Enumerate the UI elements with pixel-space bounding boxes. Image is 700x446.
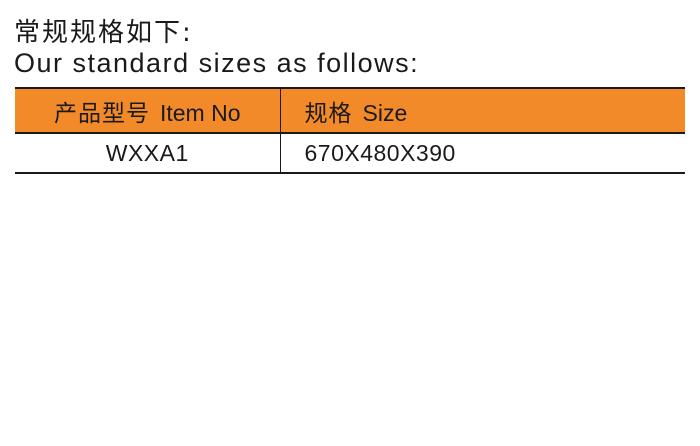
sizes-table: 产品型号 Item No 规格 Size WXXA1 670X480X390 (15, 87, 685, 174)
table-header: 产品型号 Item No 规格 Size (15, 87, 685, 134)
column-header-size-en: Size (362, 99, 408, 126)
heading-chinese: 常规规格如下: (14, 18, 193, 48)
cell-size: 670X480X390 (280, 133, 685, 174)
table-body: WXXA1 670X480X390 (15, 133, 685, 174)
column-header-item-no-cn: 产品型号 (53, 100, 150, 127)
column-header-item-no-en: Item No (159, 99, 241, 126)
table-header-row: 产品型号 Item No 规格 Size (15, 87, 685, 134)
page-heading: 常规规格如下: Our standard sizes as follows: (14, 18, 694, 78)
cell-item-no: WXXA1 (15, 133, 281, 174)
column-header-size-cn: 规格 (304, 100, 353, 127)
column-header-item-no: 产品型号 Item No (15, 87, 281, 134)
column-header-size: 规格 Size (280, 87, 685, 134)
table-row: WXXA1 670X480X390 (15, 133, 685, 174)
heading-english: Our standard sizes as follows: (14, 48, 420, 78)
